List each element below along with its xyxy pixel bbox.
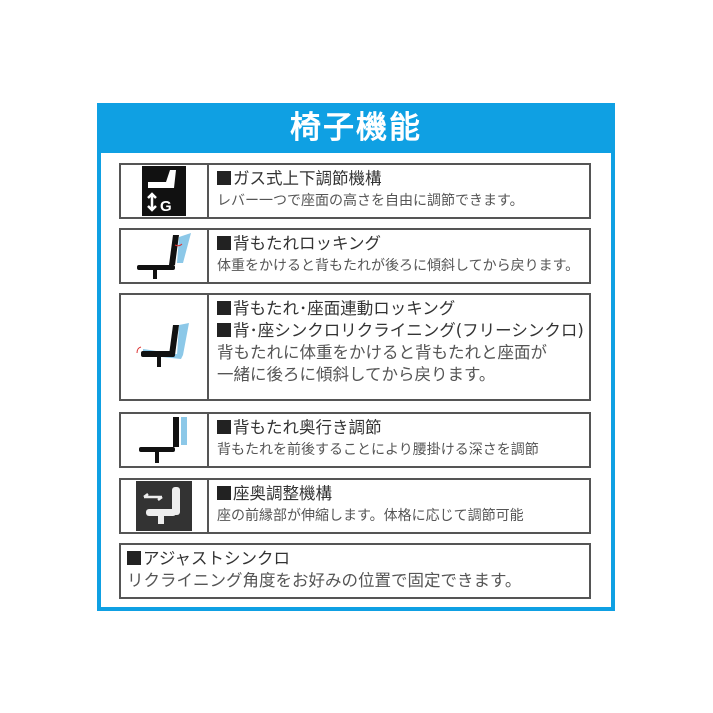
features-list: G ガス式上下調節機構 レバー一つで座面の高さを自由に調節できます。 背もたれロ… — [101, 153, 611, 607]
feature-seat-slide: 座奥調整機構 座の前縁部が伸縮します。体格に応じて調節可能 — [119, 478, 591, 534]
feature-desc: 一緒に後ろに傾斜してから戻ります。 — [217, 365, 496, 384]
feature-desc: リクライニング角度をお好みの位置で固定できます。 — [127, 571, 522, 590]
feature-desc: 体重をかけると背もたれが後ろに傾斜してから戻ります。 — [217, 258, 580, 274]
chair-features-panel: 椅子機能 G ガス式上下調節機構 レバー一つで座面の高さを自由に調節できます。 … — [97, 103, 615, 611]
feature-desc: 背もたれに体重をかけると背もたれと座面が — [217, 343, 547, 362]
backrest-depth-icon — [121, 414, 209, 466]
feature-heading: 背もたれ･座面連動ロッキング — [217, 298, 584, 320]
panel-title: 椅子機能 — [290, 110, 422, 146]
feature-desc: レバー一つで座面の高さを自由に調節できます。 — [217, 193, 524, 209]
feature-heading: 背もたれ奥行き調節 — [217, 417, 539, 439]
feature-desc: 背もたれを前後することにより腰掛ける深さを調節 — [217, 442, 539, 458]
feature-backrest-depth: 背もたれ奥行き調節 背もたれを前後することにより腰掛ける深さを調節 — [119, 412, 591, 468]
feature-heading-2: 背･座シンクロリクライニング(フリーシンクロ) — [217, 320, 584, 342]
feature-gas-lift: G ガス式上下調節機構 レバー一つで座面の高さを自由に調節できます。 — [119, 163, 591, 219]
synchro-rocking-icon — [121, 295, 209, 399]
feature-backrest-rocking: 背もたれロッキング 体重をかけると背もたれが後ろに傾斜してから戻ります。 — [119, 228, 591, 284]
feature-synchro-rocking: 背もたれ･座面連動ロッキング 背･座シンクロリクライニング(フリーシンクロ) 背… — [119, 293, 591, 401]
feature-heading: 背もたれロッキング — [217, 233, 579, 255]
backrest-rocking-icon — [121, 230, 209, 282]
feature-heading: ガス式上下調節機構 — [217, 168, 524, 190]
feature-desc: 座の前縁部が伸縮します。体格に応じて調節可能 — [217, 508, 524, 524]
svg-text:G: G — [160, 198, 172, 215]
feature-adjust-synchro: アジャストシンクロ リクライニング角度をお好みの位置で固定できます。 — [119, 543, 591, 599]
feature-heading: 座奥調整機構 — [217, 483, 524, 505]
seat-slide-icon — [121, 480, 209, 532]
feature-heading: アジャストシンクロ — [127, 548, 521, 570]
gas-lift-icon: G — [121, 165, 209, 217]
